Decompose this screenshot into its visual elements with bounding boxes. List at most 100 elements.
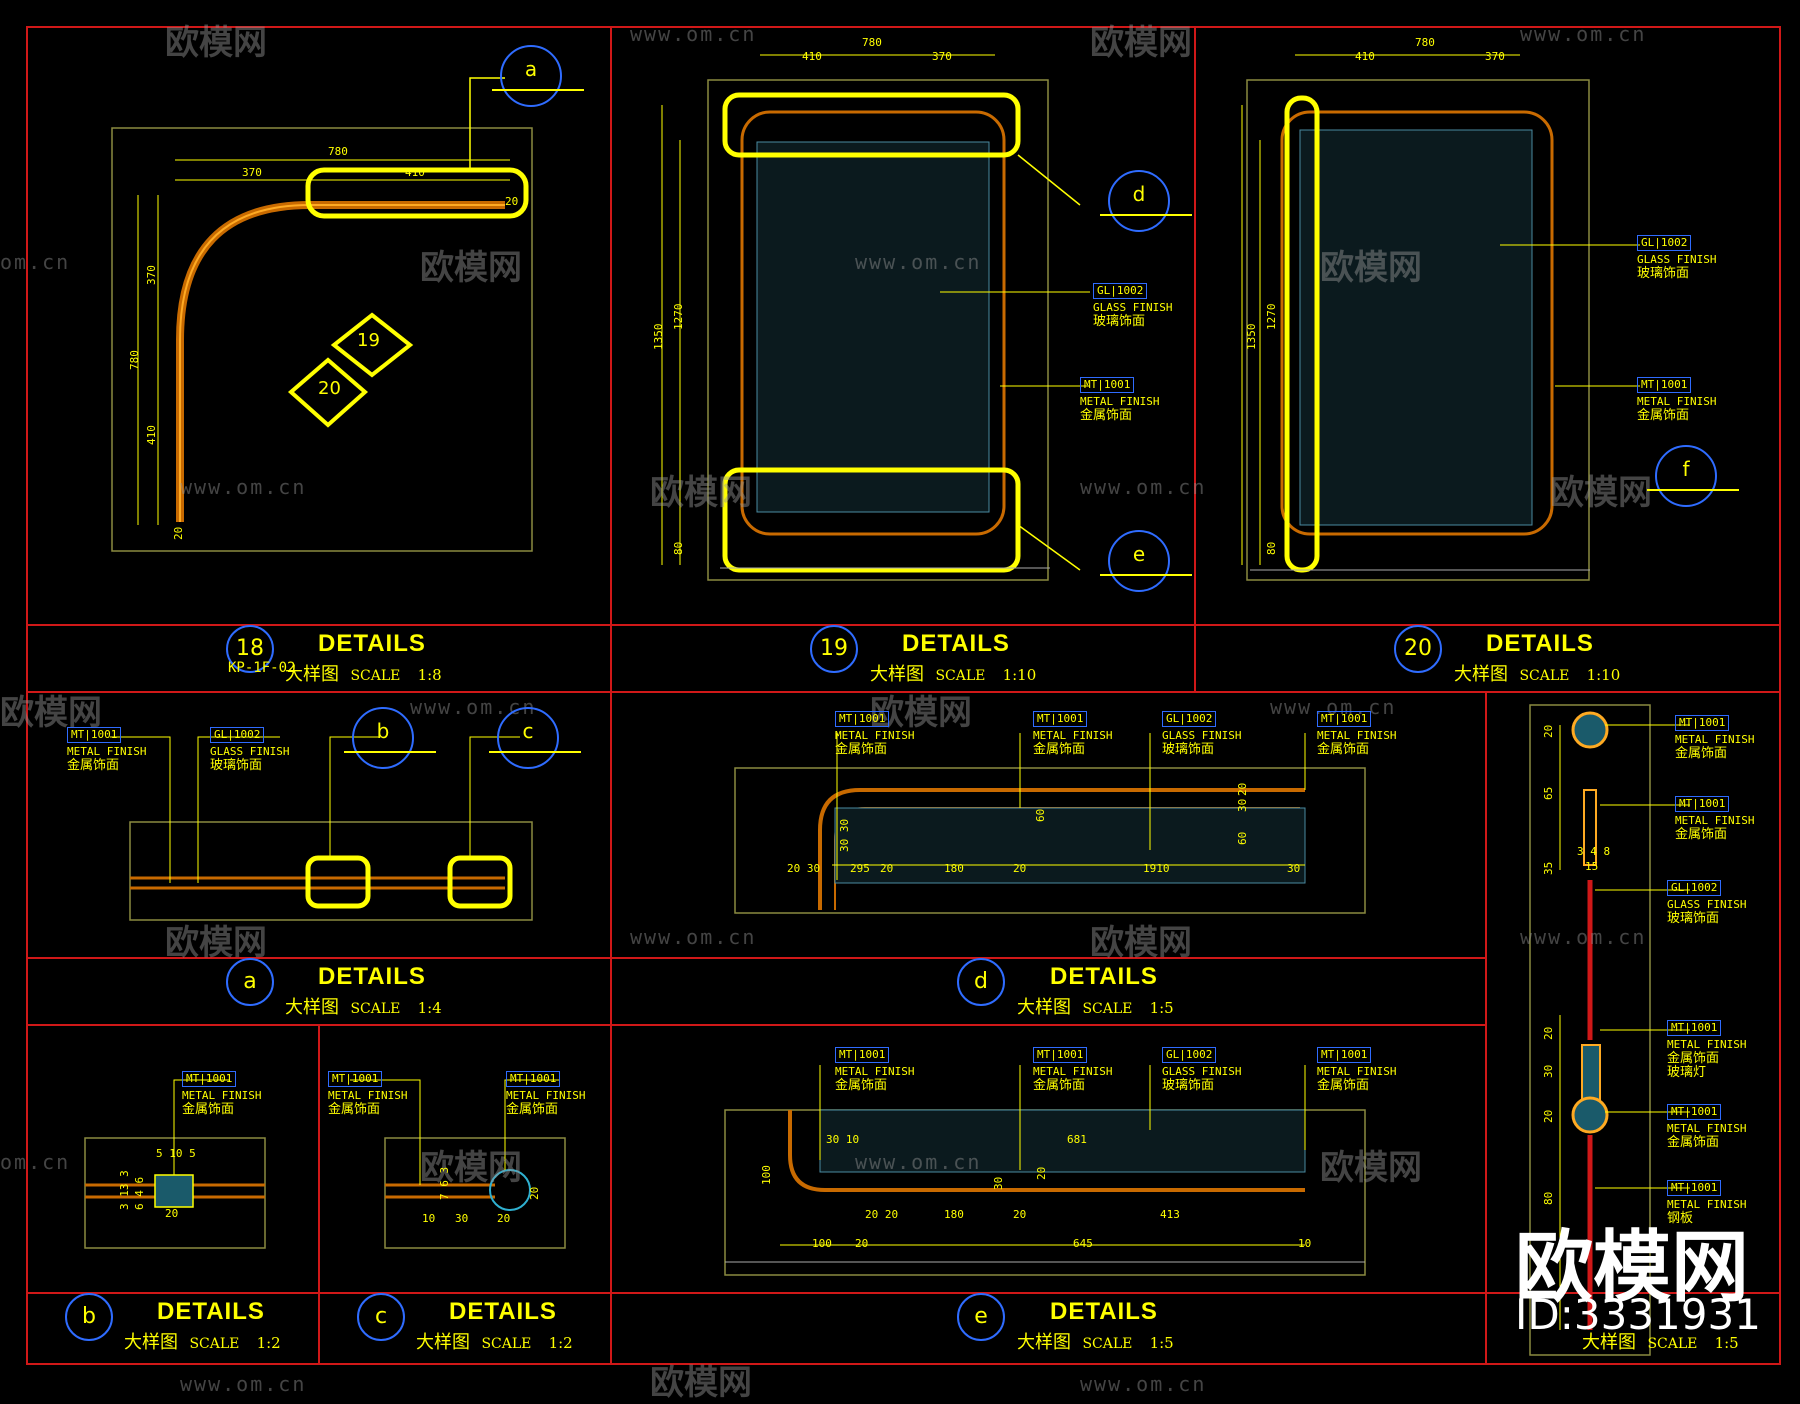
- detail-number: c: [357, 1293, 405, 1341]
- detail-19-elevation: [661, 54, 1090, 581]
- detail-number: b: [65, 1293, 113, 1341]
- watermark-url: www.om.cn: [1520, 925, 1647, 949]
- detail-d-section: [734, 733, 1366, 914]
- dimension-label: 30: [992, 1176, 1005, 1190]
- dimension-label: 3 13 3: [118, 1170, 131, 1210]
- watermark-logo: 欧模网: [650, 1363, 752, 1403]
- watermark-url: www.om.cn: [630, 22, 757, 46]
- callout-bubble-b: b: [344, 707, 436, 769]
- dimension-label: 30 30: [838, 818, 851, 852]
- watermark-logo: 欧模网: [1550, 473, 1652, 513]
- dimension-label: 30: [1542, 1064, 1555, 1078]
- watermark-url: www.om.cn: [630, 925, 757, 949]
- dimension-label: 20 20: [865, 1208, 899, 1221]
- watermark-url: www.om.cn: [1080, 1372, 1207, 1396]
- dimension-label: 7 6 3: [438, 1166, 451, 1200]
- dimension-label: 370: [1485, 50, 1505, 63]
- detail-20-elevation: [1241, 54, 1640, 581]
- detail-subtitle: 大样图 SCALE 1:10: [1454, 664, 1621, 685]
- watermark-logo: 欧模网: [165, 23, 267, 63]
- detail-title: DETAILS: [1486, 630, 1594, 657]
- callout-bubble-f: f: [1647, 445, 1739, 507]
- watermark-logo: 欧模网: [165, 923, 267, 963]
- dimension-label: 20: [1542, 1109, 1555, 1123]
- dimension-label: 1350: [652, 323, 665, 351]
- dimension-label: 30: [455, 1212, 469, 1225]
- detail-title: DETAILS: [1050, 963, 1158, 990]
- watermark-logo: 欧模网: [1320, 1148, 1422, 1188]
- dimension-label: 780: [128, 350, 141, 370]
- detail-b-section: [84, 1079, 266, 1249]
- callout-bubble-e: e: [1100, 530, 1192, 592]
- dimension-label: 30: [1287, 862, 1301, 875]
- callout-bubble-a: a: [492, 45, 584, 107]
- dimension-label: 5 10 5: [156, 1147, 196, 1160]
- dimension-label: 780: [328, 145, 348, 158]
- dimension-label: 413: [1160, 1208, 1180, 1221]
- watermark-logo: 欧模网: [420, 248, 522, 288]
- dimension-label: 6 4 6: [133, 1176, 146, 1210]
- watermark-url: www.om.cn: [1080, 475, 1207, 499]
- dimension-label: 410: [145, 425, 158, 445]
- detail-number: d: [957, 958, 1005, 1006]
- dimension-label: 370: [242, 166, 262, 179]
- callout-bubble-c: c: [489, 707, 581, 769]
- dimension-label: 10: [422, 1212, 436, 1225]
- watermark-url: www.om.cn: [1270, 695, 1397, 719]
- detail-number: a: [226, 958, 274, 1006]
- watermark-url: www.om.cn: [855, 250, 982, 274]
- dimension-label: 20: [1013, 862, 1027, 875]
- dimension-label: 1910: [1143, 862, 1170, 875]
- detail-number: 20: [1394, 625, 1442, 673]
- detail-title: DETAILS: [157, 1298, 265, 1325]
- callout-bubble-d: d: [1100, 170, 1192, 232]
- brand-watermark: 欧模网: [1515, 1223, 1750, 1313]
- detail-title: DETAILS: [318, 630, 426, 657]
- dimension-label: 30: [1236, 798, 1249, 812]
- dimension-label: 1350: [1245, 323, 1258, 351]
- detail-number: e: [957, 1293, 1005, 1341]
- dimension-label: 35: [1542, 861, 1555, 875]
- dimension-label: 410: [1355, 50, 1375, 63]
- dimension-label: 20: [497, 1212, 511, 1225]
- dimension-label: 20: [880, 862, 894, 875]
- detail-number: 18: [226, 625, 274, 673]
- dimension-label: 681: [1067, 1133, 1087, 1146]
- watermark-logo: 欧模网: [1090, 923, 1192, 963]
- detail-title: DETAILS: [449, 1298, 557, 1325]
- detail-title: DETAILS: [902, 630, 1010, 657]
- detail-subtitle: 大样图 SCALE 1:8: [285, 664, 442, 685]
- dimension-label: 60: [1034, 808, 1047, 822]
- detail-subtitle: 大样图 SCALE 1:4: [285, 997, 442, 1018]
- dimension-label: 20: [855, 1237, 869, 1250]
- dimension-label: 20: [528, 1186, 541, 1200]
- dimension-label: 370: [145, 265, 158, 285]
- dimension-label: 100: [760, 1165, 773, 1185]
- dimension-label: 410: [405, 166, 425, 179]
- dimension-label: 1270: [672, 303, 685, 331]
- dimension-label: 1270: [1265, 303, 1278, 331]
- dimension-label: 30 10: [826, 1133, 860, 1146]
- dimension-label: 180: [944, 1208, 964, 1221]
- watermark-logo: 欧模网: [650, 473, 752, 513]
- dimension-label: 645: [1073, 1237, 1093, 1250]
- dimension-label: 295: [850, 862, 870, 875]
- sheet-frame: [26, 26, 1781, 1365]
- dimension-label: 20: [1035, 1166, 1048, 1180]
